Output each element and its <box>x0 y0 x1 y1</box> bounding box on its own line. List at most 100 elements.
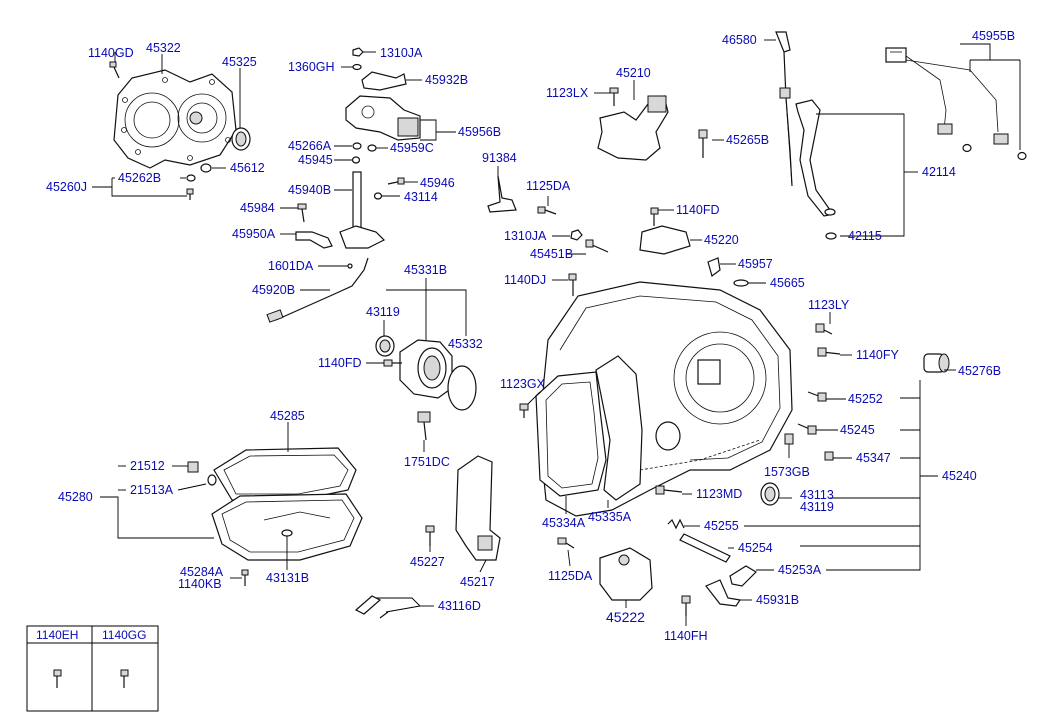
label-45262b: 45262B <box>118 171 161 185</box>
label-45946: 45946 <box>420 176 455 190</box>
label-1123md: 1123MD <box>696 487 742 501</box>
label-1601da: 1601DA <box>268 259 314 273</box>
label-1123gx: 1123GX <box>500 377 546 391</box>
label-1310ja-top: 1310JA <box>380 46 423 60</box>
label-45920b: 45920B <box>252 283 295 297</box>
bolt-1140gd-icon <box>109 61 120 79</box>
label-1310ja-mid: 1310JA <box>504 229 547 243</box>
valve-45222-icon <box>599 547 653 601</box>
label-46580: 46580 <box>722 33 757 47</box>
bolt-1123md-icon <box>655 485 683 495</box>
bolt-1123ly-icon <box>815 323 833 335</box>
label-45332: 45332 <box>448 337 483 351</box>
pump-assembly-45331b <box>375 335 477 441</box>
label-1125da-bot: 1125DA <box>548 569 593 583</box>
bolt-45260j-icon <box>186 188 194 200</box>
dipstick-assembly <box>775 31 837 240</box>
label-42114: 42114 <box>922 165 956 179</box>
bracket-91384-icon <box>487 175 517 213</box>
label-45331b: 45331B <box>404 263 447 277</box>
label-45285: 45285 <box>270 409 305 423</box>
label-45950a: 45950A <box>232 227 276 241</box>
shaft-45254-icon <box>679 533 731 563</box>
label-1140kb: 1140KB <box>178 577 222 591</box>
bracket-45265b <box>698 129 708 158</box>
bolt-1123gx-icon <box>519 403 529 418</box>
mount-bracket-45210 <box>597 87 669 161</box>
bolt-1140fd-mid-icon <box>383 359 402 367</box>
label-1140fd-mid: 1140FD <box>318 356 362 370</box>
part-labels: 1140GD 45322 45325 45612 45262B 45260J 1… <box>46 29 1015 643</box>
bolt-1140fd-icon <box>650 207 659 226</box>
oring-45266a-icon <box>352 142 362 150</box>
side-cover-assembly <box>109 61 251 200</box>
label-45265b: 45265B <box>726 133 769 147</box>
label-45253a: 45253A <box>778 563 822 577</box>
washer-45262b-icon <box>186 174 196 182</box>
label-1140dj: 1140DJ <box>504 273 546 287</box>
label-45322: 45322 <box>146 41 181 55</box>
mid-brackets <box>487 175 749 296</box>
label-1125da-top: 1125DA <box>526 179 571 193</box>
tube-43116d-icon <box>354 595 389 619</box>
label-45255: 45255 <box>704 519 739 533</box>
spring-45255-icon <box>667 518 685 530</box>
label-1140fd-top: 1140FD <box>676 203 720 217</box>
label-45240: 45240 <box>942 469 977 483</box>
mount-45217 <box>425 455 501 561</box>
dipstick-46580-icon <box>775 31 793 187</box>
bolt-45227-icon <box>425 525 435 546</box>
bracket-45950a-icon <box>295 231 333 249</box>
label-45217: 45217 <box>460 575 495 589</box>
bushing-45276b-icon <box>923 353 950 373</box>
plug-21512-icon <box>187 461 199 473</box>
pan-45280-icon <box>211 493 363 561</box>
cover-45322-icon <box>113 69 237 169</box>
shift-lever-assembly <box>266 47 421 323</box>
washer-1360gh-icon <box>352 63 362 71</box>
plug-43131b-icon <box>281 529 293 537</box>
bolt-1140kb-icon <box>241 569 249 586</box>
sensor-1751dc-icon <box>417 411 431 441</box>
bolt-1123lx-icon <box>609 87 619 106</box>
label-1751dc: 1751DC <box>404 455 450 469</box>
sensor-45957-icon <box>707 257 721 278</box>
label-45945: 45945 <box>298 153 333 167</box>
label-45984: 45984 <box>240 201 275 215</box>
label-21512: 21512 <box>130 459 165 473</box>
oil-pan-assembly <box>187 447 389 619</box>
bolt-45946-icon <box>387 177 405 185</box>
label-45347: 45347 <box>856 451 891 465</box>
tube-42114-icon <box>795 99 836 217</box>
label-91384: 91384 <box>482 151 517 165</box>
label-45222: 45222 <box>606 609 645 625</box>
label-45325: 45325 <box>222 55 257 69</box>
oring-45959c-icon <box>367 144 377 152</box>
label-43114: 43114 <box>404 190 438 204</box>
label-1360gh: 1360GH <box>288 60 335 74</box>
bolt-45984-icon <box>297 203 307 223</box>
bracket-45220-icon <box>639 225 691 255</box>
label-45940b: 45940B <box>288 183 331 197</box>
label-45451b: 45451B <box>530 247 573 261</box>
label-1140fy: 1140FY <box>856 348 900 362</box>
bolt-45245-icon <box>797 423 817 435</box>
sensor-left-icon <box>937 123 972 153</box>
bolt-1140fy-icon <box>817 347 841 357</box>
cable-45920b-icon <box>266 257 369 323</box>
label-45284a: 45284A <box>180 565 224 579</box>
seal-45325-icon <box>231 127 251 151</box>
sensor-right-icon <box>993 133 1027 161</box>
bolt-1140gg-icon <box>120 669 129 688</box>
label-45276b: 45276B <box>958 364 1001 378</box>
sensor-1573gb-icon <box>784 433 794 445</box>
label-42115: 42115 <box>848 229 882 243</box>
wire-harness-45955b <box>885 47 1027 161</box>
bolt-1140dj-icon <box>568 273 577 296</box>
bolt-45451b-icon <box>585 239 609 253</box>
label-1573gb: 1573GB <box>764 465 810 479</box>
label-45254: 45254 <box>738 541 773 555</box>
label-1123ly: 1123LY <box>808 298 850 312</box>
lever-45932b-icon <box>361 71 407 91</box>
legend-col2-header: 1140GG <box>102 628 146 642</box>
